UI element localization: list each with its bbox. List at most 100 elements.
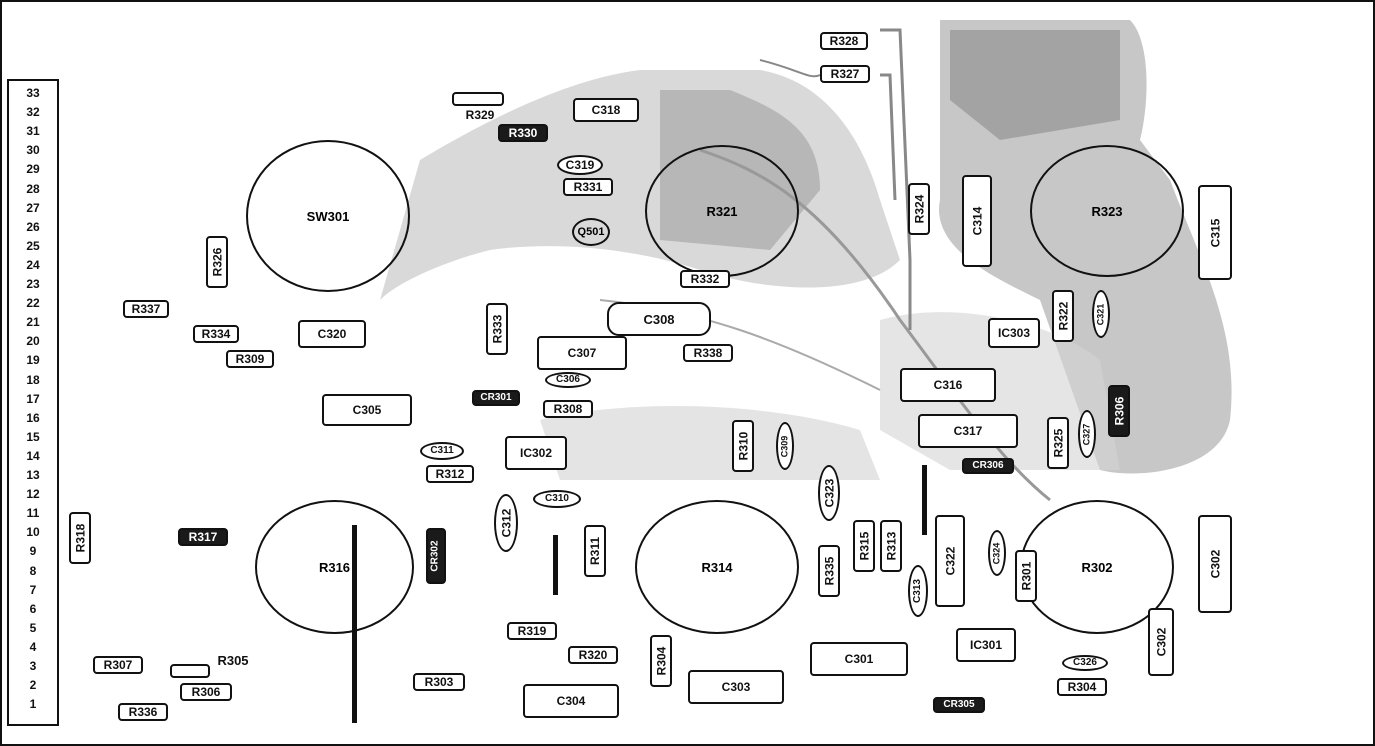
resistor-r325: R325 bbox=[1047, 417, 1069, 469]
resistor-r332: R332 bbox=[680, 270, 730, 288]
resistor-r313: R313 bbox=[880, 520, 902, 572]
resistor-r319: R319 bbox=[507, 622, 557, 640]
capacitor-c303: C303 bbox=[688, 670, 784, 704]
diode-cr305: CR305 bbox=[933, 697, 985, 713]
resistor-r317: R317 bbox=[178, 528, 228, 546]
pin-number: 25 bbox=[26, 238, 40, 253]
switch-sw301: SW301 bbox=[246, 140, 410, 292]
pin-number: 18 bbox=[26, 372, 40, 387]
pin-number: 28 bbox=[26, 181, 40, 196]
resistor-r306-bottom: R306 bbox=[180, 683, 232, 701]
pin-number: 9 bbox=[29, 544, 37, 559]
resistor-r320: R320 bbox=[568, 646, 618, 664]
pot-r321: R321 bbox=[645, 145, 799, 277]
capacitor-c311: C311 bbox=[420, 442, 464, 460]
pin-number: 12 bbox=[26, 487, 40, 502]
resistor-r307: R307 bbox=[93, 656, 143, 674]
capacitor-c321: C321 bbox=[1092, 290, 1110, 338]
resistor-r315: R315 bbox=[853, 520, 875, 572]
resistor-r328: R328 bbox=[820, 32, 868, 50]
capacitor-c307: C307 bbox=[537, 336, 627, 370]
pin-number: 7 bbox=[29, 582, 37, 597]
resistor-r306: R306 bbox=[1108, 385, 1130, 437]
capacitor-c323: C323 bbox=[818, 465, 840, 521]
resistor-r337: R337 bbox=[123, 300, 169, 318]
ic-ic301: IC301 bbox=[956, 628, 1016, 662]
label-r305: R305 bbox=[217, 652, 249, 668]
pot-r314: R314 bbox=[635, 500, 799, 634]
resistor-r310: R310 bbox=[732, 420, 754, 472]
pin-number: 11 bbox=[26, 506, 40, 521]
transistor-q501: Q501 bbox=[572, 218, 610, 246]
resistor-r334: R334 bbox=[193, 325, 239, 343]
pin-number: 32 bbox=[26, 105, 40, 120]
resistor-r308: R308 bbox=[543, 400, 593, 418]
resistor-r326: R326 bbox=[206, 236, 228, 288]
capacitor-c318: C318 bbox=[573, 98, 639, 122]
capacitor-c304: C304 bbox=[523, 684, 619, 718]
resistor-r336: R336 bbox=[118, 703, 168, 721]
pin-number: 19 bbox=[26, 353, 40, 368]
resistor-r338: R338 bbox=[683, 344, 733, 362]
capacitor-c306: C306 bbox=[545, 372, 591, 388]
resistor-r322: R322 bbox=[1052, 290, 1074, 342]
pin-number: 2 bbox=[29, 678, 37, 693]
pin-number: 20 bbox=[26, 334, 40, 349]
pin-number: 6 bbox=[29, 601, 37, 616]
pin-number: 13 bbox=[26, 468, 40, 482]
capacitor-c324: C324 bbox=[988, 530, 1006, 576]
capacitor-c313: C313 bbox=[908, 565, 928, 617]
pin-number: 10 bbox=[26, 525, 40, 540]
pin-number: 14 bbox=[26, 448, 40, 463]
capacitor-c301: C301 bbox=[810, 642, 908, 676]
resistor-r331: R331 bbox=[563, 178, 613, 196]
pin-number: 31 bbox=[26, 124, 40, 139]
pin-number: 5 bbox=[29, 620, 37, 635]
pin-number: 17 bbox=[26, 391, 40, 406]
pin-number: 24 bbox=[26, 257, 40, 272]
ic-ic302: IC302 bbox=[505, 436, 567, 470]
resistor-r305 bbox=[170, 664, 210, 678]
capacitor-c326: C326 bbox=[1062, 655, 1108, 671]
resistor-r303: R303 bbox=[413, 673, 465, 691]
pin-number: 1 bbox=[29, 697, 37, 712]
resistor-r324: R324 bbox=[908, 183, 930, 235]
pot-r316: R316 bbox=[255, 500, 414, 634]
capacitor-c317: C317 bbox=[918, 414, 1018, 448]
capacitor-c316: C316 bbox=[900, 368, 996, 402]
pin-number: 8 bbox=[29, 563, 37, 578]
capacitor-c322: C322 bbox=[935, 515, 965, 607]
resistor-r335: R335 bbox=[818, 545, 840, 597]
capacitor-c302-small: C302 bbox=[1148, 608, 1174, 676]
pin-number: 15 bbox=[26, 429, 40, 444]
capacitor-c315: C315 bbox=[1198, 185, 1232, 280]
pin-number: 29 bbox=[26, 162, 40, 177]
diode-cr301: CR301 bbox=[472, 390, 520, 406]
capacitor-c314: C314 bbox=[962, 175, 992, 267]
pin-number: 30 bbox=[26, 143, 40, 158]
capacitor-c319: C319 bbox=[557, 155, 603, 175]
resistor-r312: R312 bbox=[426, 465, 474, 483]
capacitor-c305: C305 bbox=[322, 394, 412, 426]
capacitor-c309: C309 bbox=[776, 422, 794, 470]
resistor-r329 bbox=[452, 92, 504, 106]
pin-number: 33 bbox=[26, 86, 40, 100]
pin-number: 27 bbox=[26, 200, 40, 215]
label-r329: R329 bbox=[465, 108, 495, 122]
diode-cr306: CR306 bbox=[962, 458, 1014, 474]
resistor-r333: R333 bbox=[486, 303, 508, 355]
ic-ic303: IC303 bbox=[988, 318, 1040, 348]
resistor-r327: R327 bbox=[820, 65, 870, 83]
resistor-r301: R301 bbox=[1015, 550, 1037, 602]
capacitor-c327: C327 bbox=[1078, 410, 1096, 458]
resistor-r304-bottom: R304 bbox=[1057, 678, 1107, 696]
capacitor-c312: C312 bbox=[494, 494, 518, 552]
pot-r323: R323 bbox=[1030, 145, 1184, 277]
capacitor-c308: C308 bbox=[607, 302, 711, 336]
resistor-r311: R311 bbox=[584, 525, 606, 577]
resistor-r330: R330 bbox=[498, 124, 548, 142]
capacitor-c302: C302 bbox=[1198, 515, 1232, 613]
diode-cr302: CR302 bbox=[426, 528, 446, 584]
pin-number: 22 bbox=[26, 296, 40, 311]
pin-number: 4 bbox=[29, 639, 37, 654]
